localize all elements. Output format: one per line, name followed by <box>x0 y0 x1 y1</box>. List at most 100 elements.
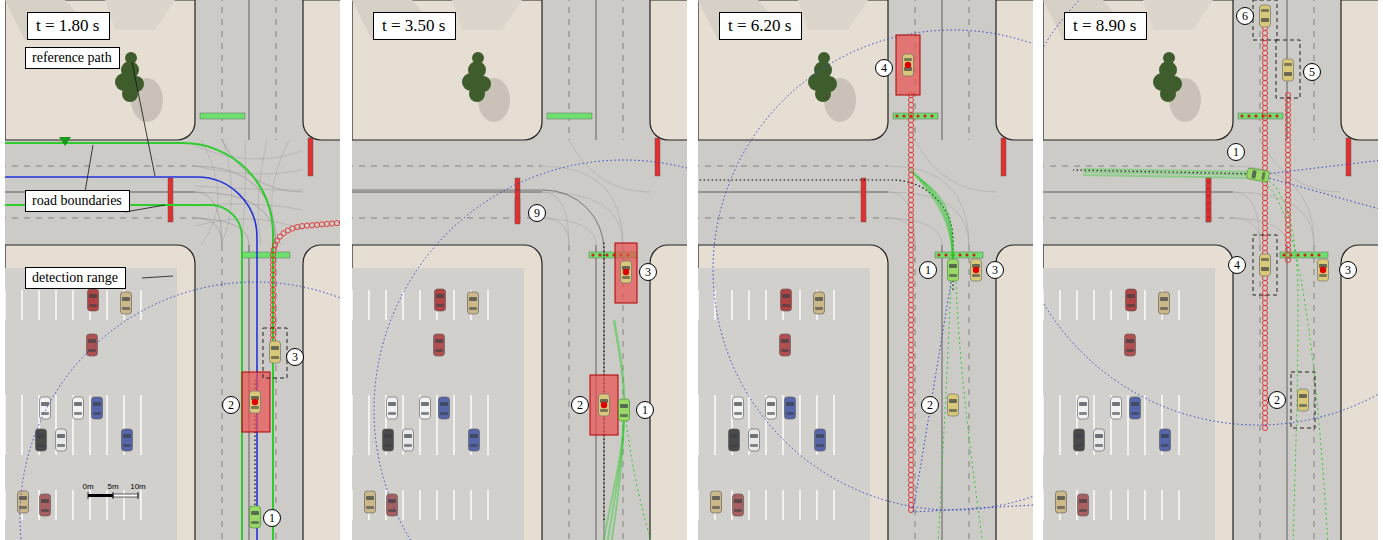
scale-bar <box>113 494 138 497</box>
signal-dot <box>1296 253 1299 256</box>
car-body <box>87 334 98 356</box>
sidewalk-block <box>650 245 687 540</box>
parking-stall-line <box>1178 425 1179 455</box>
lanelet-curve <box>542 192 569 245</box>
trajectory-point <box>908 297 913 302</box>
car <box>733 397 744 419</box>
node-text: detection range <box>32 270 118 286</box>
car-body <box>1318 259 1329 281</box>
signal-dot <box>598 253 601 256</box>
trajectory-point <box>908 272 913 277</box>
callout-number: 2 <box>1268 391 1286 409</box>
car-window <box>57 444 65 447</box>
trajectory-point <box>1262 200 1267 205</box>
parking-stall-line <box>816 490 817 520</box>
trajectory-point <box>908 477 913 482</box>
trajectory-point <box>908 392 913 397</box>
center-line <box>596 0 597 140</box>
parking-stall-line <box>1144 395 1145 425</box>
trajectory-point <box>1285 217 1290 222</box>
sidewalk-block <box>303 0 340 140</box>
scale-label: 0m <box>82 482 93 492</box>
signal-dot <box>1268 114 1271 117</box>
trajectory-point <box>1262 280 1267 285</box>
trajectory-point <box>270 302 275 307</box>
lane-line <box>623 0 624 140</box>
shadow <box>1043 0 1138 40</box>
parking-stall-line <box>5 290 6 320</box>
car-body <box>1246 168 1270 183</box>
car <box>250 391 261 413</box>
signal-dot <box>1275 114 1278 117</box>
trajectory-point <box>1262 185 1267 190</box>
car-window <box>734 402 742 406</box>
car-window <box>1079 412 1087 415</box>
sidewalk-block <box>996 0 1033 140</box>
center-line <box>1043 192 1233 193</box>
occlusion-boundary <box>1258 175 1378 210</box>
shadow <box>798 0 868 30</box>
car-body <box>88 289 99 311</box>
parking-stall-line <box>453 290 454 320</box>
car-body <box>1130 397 1141 419</box>
car-window <box>1299 394 1307 398</box>
tree <box>1163 52 1175 64</box>
trajectory-point <box>908 182 913 187</box>
tree <box>818 52 830 64</box>
direction-marker <box>59 137 71 146</box>
parking-stall-line <box>453 395 454 425</box>
car-window <box>470 444 478 447</box>
car-body <box>73 397 84 419</box>
car-body <box>1159 292 1170 314</box>
car-body <box>469 429 480 451</box>
trajectory-point <box>1262 335 1267 340</box>
parking-stall-line <box>1043 290 1044 320</box>
scale-bar <box>88 494 113 497</box>
sidewalk-block <box>1043 245 1233 540</box>
car <box>383 429 394 451</box>
car <box>749 429 760 451</box>
trajectory-point <box>1285 127 1290 132</box>
lane-line <box>1314 245 1315 540</box>
parking-stall-line <box>419 290 420 320</box>
sidewalk-block <box>352 0 542 140</box>
parking-stall-line <box>368 290 369 320</box>
time-stamp: t = 8.90 s <box>1064 12 1147 40</box>
car-body <box>36 429 47 451</box>
car-body <box>815 429 826 451</box>
parking-stall-line <box>698 395 699 425</box>
sidewalk-block <box>996 245 1033 540</box>
car <box>1078 397 1089 419</box>
occupancy-box <box>896 35 920 95</box>
scene-panel <box>1043 0 1378 540</box>
car-window <box>750 434 758 438</box>
parking-stall-line <box>368 425 369 455</box>
uncertainty-dot <box>623 269 629 275</box>
car-body <box>434 334 445 356</box>
trajectory-point <box>1285 92 1290 97</box>
trajectory-point <box>309 223 314 228</box>
parking-stall-line <box>833 490 834 520</box>
leader-line <box>85 145 93 192</box>
past-trajectory <box>1265 178 1298 540</box>
parking-stall-line <box>698 290 699 320</box>
lane-line <box>5 218 195 219</box>
car-window <box>1161 434 1169 438</box>
trajectory-point <box>908 417 913 422</box>
parking-stall-line <box>1127 395 1128 425</box>
planned-path <box>1073 170 1258 174</box>
signal-dot <box>1207 187 1210 190</box>
parking-stall-line <box>89 395 90 425</box>
signal-dot <box>895 114 898 117</box>
car-window <box>366 506 374 509</box>
car <box>1298 389 1309 411</box>
callout-number: 6 <box>1236 7 1254 25</box>
car <box>766 397 777 419</box>
signal-dot <box>972 253 975 256</box>
lanelet-curve <box>542 192 623 245</box>
parking-stall-line <box>385 290 386 320</box>
trajectory-point <box>1262 115 1267 120</box>
trajectory-point <box>1262 110 1267 115</box>
trajectory-point <box>1262 105 1267 110</box>
trajectory-point <box>270 287 275 292</box>
